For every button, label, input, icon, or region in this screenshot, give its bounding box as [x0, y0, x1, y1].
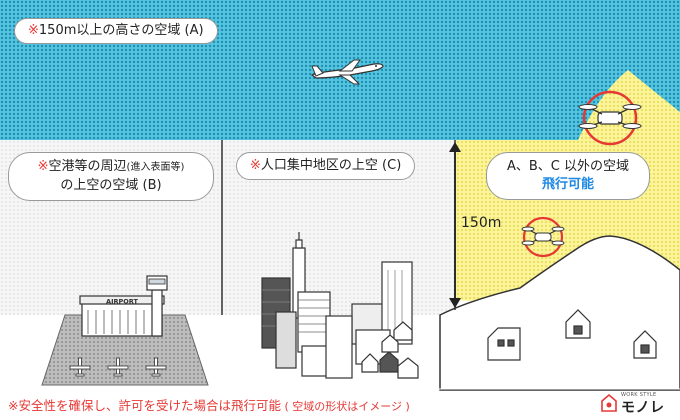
zone-b-label: ※空港等の周辺(進入表面等) の上空の空域 (B) [8, 152, 214, 201]
footer-main: ※安全性を確保し、許可を受けた場合は飛行可能 [8, 398, 281, 413]
zone-d-line1: A、B、C 以外の空域 [507, 159, 629, 174]
zone-a-text: 150m以上の高さの空域 (A) [39, 23, 204, 38]
zone-c-label: ※人口集中地区の上空 (C) [236, 152, 415, 180]
footer-note: ※安全性を確保し、許可を受けた場合は飛行可能 ( 空域の形状はイメージ ) [8, 395, 410, 414]
zone-b-line1: 空港等の周辺 [49, 159, 127, 174]
zone-d-line2: 飛行可能 [542, 177, 594, 192]
footer-tail: ( 空域の形状はイメージ ) [281, 400, 410, 413]
note-mark: ※ [38, 159, 49, 174]
zone-c-text: 人口集中地区の上空 (C) [261, 158, 401, 173]
zone-b-line2: の上空の空域 (B) [60, 178, 161, 193]
note-mark: ※ [28, 23, 39, 38]
brand-icon [600, 393, 618, 413]
zone-d-label: A、B、C 以外の空域飛行可能 [486, 152, 650, 200]
note-mark: ※ [250, 158, 261, 173]
airport-sign: AIRPORT [106, 298, 138, 306]
zone-a-label: ※150m以上の高さの空域 (A) [14, 18, 218, 44]
brand-logo[interactable]: WORK STYLE モノレコ [600, 391, 676, 417]
height-label: 150m [461, 215, 501, 231]
zone-b-small: (進入表面等) [127, 162, 185, 173]
brand-name: モノレコ [621, 397, 676, 420]
